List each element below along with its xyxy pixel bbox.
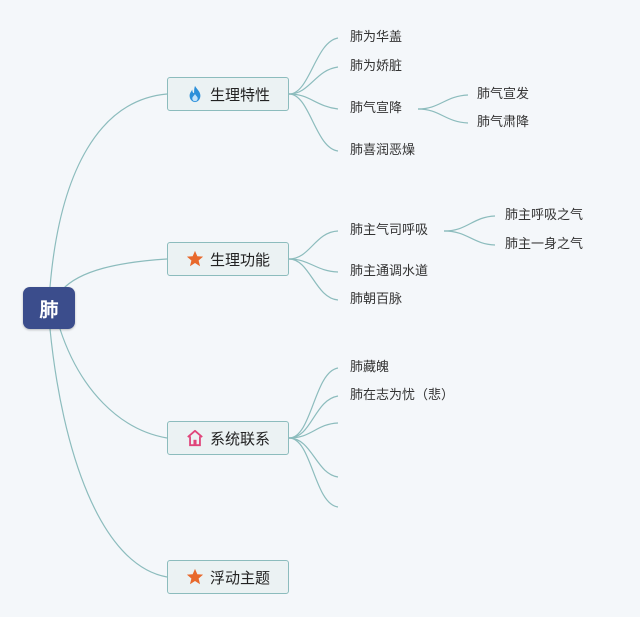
connector-b2-c3 (288, 258, 339, 301)
branch-system-connections[interactable]: 系统联系 (167, 421, 289, 455)
topic-node[interactable]: 肺主通调水道 (350, 264, 429, 279)
topic-node[interactable]: 肺朝百脉 (350, 292, 403, 307)
root-node[interactable]: 肺 (23, 287, 75, 329)
star-icon (186, 250, 204, 267)
branch-label: 系统联系 (209, 429, 270, 448)
topic-node[interactable]: 肺为华盖 (350, 30, 403, 45)
connector-root-b1 (49, 93, 168, 288)
connector-b3-c5 (288, 437, 339, 508)
connector-b1-c2 (288, 66, 339, 95)
connector-b2-c1-g2 (443, 230, 496, 246)
connector-b1-c4 (288, 93, 339, 152)
branch-physiological-traits[interactable]: 生理特性 (167, 77, 289, 111)
connector-b2-c1 (288, 230, 339, 260)
topic-node[interactable]: 肺主气司呼吸 (350, 223, 429, 238)
connector-b1-c3 (288, 93, 339, 110)
subtopic-node[interactable]: 肺气肃降 (477, 115, 530, 130)
connector-b1-c1 (288, 37, 339, 95)
house-icon (187, 429, 203, 447)
branch-label: 浮动主题 (209, 568, 270, 587)
subtopic-node[interactable]: 肺主呼吸之气 (505, 208, 584, 223)
connector-b1-c3-g2 (417, 108, 469, 124)
connector-b3-c3 (288, 422, 339, 439)
subtopic-node[interactable]: 肺主一身之气 (505, 237, 584, 252)
subtopic-node[interactable]: 肺气宣发 (477, 87, 530, 102)
branch-label: 生理功能 (209, 250, 270, 269)
connector-b3-c2 (288, 395, 339, 439)
connector-b3-c4 (288, 437, 339, 478)
branch-label: 生理特性 (209, 85, 270, 104)
connector-b1-c3-g1 (417, 94, 469, 110)
flame-icon (189, 85, 201, 103)
topic-node[interactable]: 肺气宣降 (350, 101, 403, 116)
branch-floating-topic[interactable]: 浮动主题 (167, 560, 289, 594)
connector-root-b3 (59, 328, 168, 439)
branch-physiological-functions[interactable]: 生理功能 (167, 242, 289, 276)
connector-root-b2 (61, 258, 168, 291)
topic-node[interactable]: 肺喜润恶燥 (350, 143, 416, 158)
connector-root-b4 (49, 328, 168, 578)
topic-node[interactable]: 肺为娇脏 (350, 59, 403, 74)
topic-node[interactable]: 肺藏魄 (350, 360, 390, 375)
topic-node[interactable]: 肺在志为忧（悲） (350, 388, 455, 403)
star-icon (186, 568, 204, 585)
connector-b3-c1 (288, 367, 339, 439)
connector-b2-c1-g1 (443, 215, 496, 232)
root-label: 肺 (39, 298, 59, 321)
